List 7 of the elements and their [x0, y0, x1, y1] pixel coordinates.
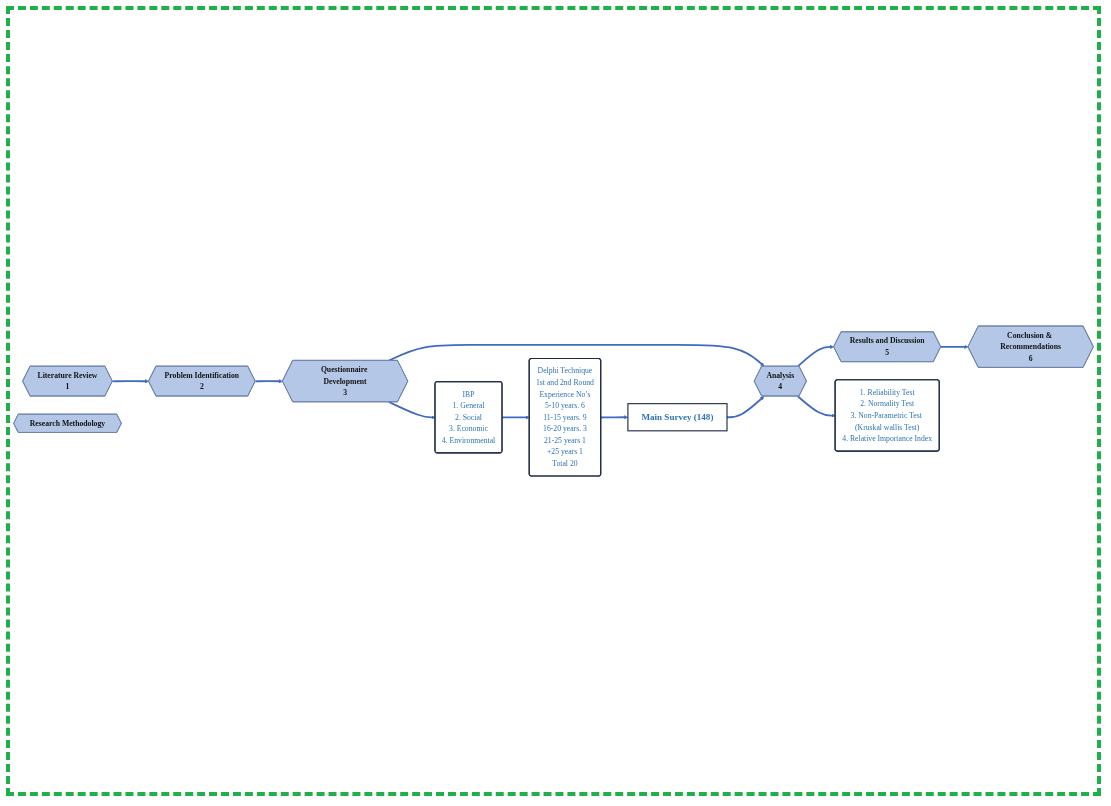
node-box: Main Survey (148): [627, 403, 728, 432]
arrow: [940, 344, 969, 349]
arrow: [254, 379, 283, 384]
arrow: [796, 395, 836, 418]
arrow: [796, 344, 834, 368]
arrow: [111, 379, 149, 384]
arrow: [388, 344, 765, 367]
